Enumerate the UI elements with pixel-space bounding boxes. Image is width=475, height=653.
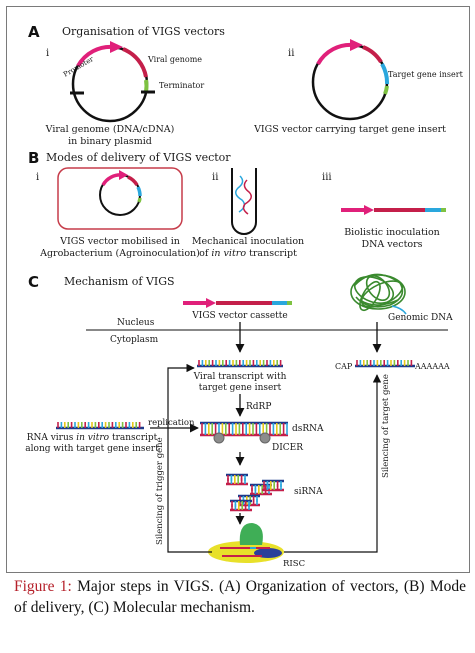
polya-label: AAAAAA <box>414 362 450 371</box>
section-a-letter: A <box>28 23 40 41</box>
panel-b-i-caption-1: VIGS vector mobilised in <box>59 236 180 247</box>
vigs-cassette-label: VIGS vector cassette <box>191 311 287 321</box>
panel-a-i-caption-1: Viral genome (DNA/cDNA) <box>45 124 175 135</box>
rdrp-label: RdRP <box>246 402 271 412</box>
dicer-label: DICER <box>272 443 303 453</box>
genomic-dna-label: Genomic DNA <box>388 313 453 323</box>
viral-genome-label: Viral genome <box>147 55 202 64</box>
rna-virus-label-2: along with target gene insert <box>25 444 159 454</box>
replication-label: replication <box>148 418 195 428</box>
host-mrna <box>355 360 415 368</box>
risc-complex <box>208 523 284 563</box>
binary-plasmid-circle <box>70 41 155 123</box>
target-silencing-loop <box>284 374 382 553</box>
panel-b-i-caption-2: Agrobacterium (Agroinoculation) <box>39 248 200 259</box>
rna-virus-label-1: RNA virus in vitro transcript <box>27 433 158 443</box>
nucleus-label: Nucleus <box>117 318 155 328</box>
cap-label: CAP <box>335 362 353 371</box>
dna-vector-bar-biolistic <box>341 205 446 215</box>
dicer-enzyme <box>213 432 271 444</box>
section-c-title: Mechanism of VIGS <box>64 275 175 288</box>
agrobacterium-cell <box>57 167 183 230</box>
sirna-duplexes <box>226 473 284 512</box>
vigs-cassette-bar <box>183 298 292 308</box>
test-tube <box>231 168 257 235</box>
risc-label: RISC <box>283 559 305 569</box>
vigs-vector-circle <box>311 39 390 121</box>
panel-a-ii-caption: VIGS vector carrying target gene insert <box>253 124 446 135</box>
section-b-panel-iii-numeral: iii <box>322 172 332 183</box>
terminator-label: Terminator <box>159 81 204 90</box>
section-b-letter: B <box>28 149 39 167</box>
genomic-dna-coil <box>350 273 407 315</box>
panel-b-iii-caption-2: DNA vectors <box>361 239 422 250</box>
dsrna-duplex <box>200 421 288 437</box>
trigger-silencing-loop <box>167 363 212 553</box>
panel-b-ii-caption-1: Mechanical inoculation <box>192 236 304 247</box>
cytoplasm-label: Cytoplasm <box>110 335 159 345</box>
section-a-panel-ii-numeral: ii <box>288 48 294 59</box>
panel-a-i-caption-2: in binary plasmid <box>68 136 152 147</box>
rna-virus-transcript <box>56 422 144 430</box>
target-gene-insert-label: Target gene insert <box>388 70 464 79</box>
dsrna-label: dsRNA <box>292 424 324 434</box>
figure-label: Figure 1: <box>14 578 72 595</box>
section-a-panel-i-numeral: i <box>46 48 49 59</box>
sirna-label: siRNA <box>294 487 323 497</box>
section-c-letter: C <box>28 273 39 291</box>
agro-vector-circle <box>99 170 142 216</box>
viral-transcript-label-2: target gene insert <box>199 383 282 393</box>
promoter-label: Promoter <box>62 55 96 79</box>
section-b-title: Modes of delivery of VIGS vector <box>46 151 231 164</box>
panel-b-ii-caption-2: of in vitro transcript <box>199 248 297 259</box>
silencing-target-label: Silencing of target gene <box>381 374 391 478</box>
section-b-panel-ii-numeral: ii <box>212 172 218 183</box>
panel-b-iii-caption-1: Biolistic inoculation <box>344 227 440 238</box>
figure-caption: Figure 1: Major steps in VIGS. (A) Organ… <box>14 576 466 618</box>
section-b-panel-i-numeral: i <box>36 172 39 183</box>
silencing-trigger-label: Silencing of trigger gene <box>155 437 165 545</box>
viral-transcript-rna <box>197 360 283 368</box>
viral-transcript-label-1: Viral transcript with <box>193 372 287 382</box>
section-a-title: Organisation of VIGS vectors <box>62 25 225 38</box>
figure-caption-text: Major steps in VIGS. (A) Organization of… <box>14 578 466 616</box>
